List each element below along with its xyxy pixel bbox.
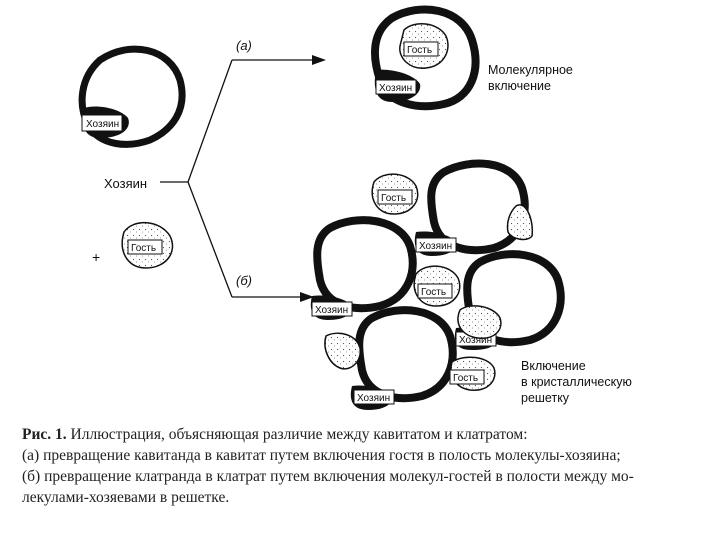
result-a-line1: Молекулярное — [488, 63, 573, 77]
host-tag-b3: Хозяин — [459, 335, 492, 346]
lattice-guest-center: Гость — [413, 265, 461, 307]
result-b-line3: решетку — [521, 391, 570, 405]
free-guest-molecule: Гость — [121, 222, 174, 269]
host-tag-b2: Хозяин — [315, 305, 348, 316]
arrow-head-a — [312, 55, 326, 65]
cavitate-clathrate-diagram: Хозяин Хозяин + Гость (а) (б) Гость Хозя… — [78, 5, 632, 410]
caption-line-c: лекулами-хозяевами в решетке. — [22, 489, 230, 506]
result-b-line2: в кристаллическую — [521, 375, 632, 389]
host-tag-b4: Хозяин — [357, 393, 390, 404]
caption-line-a: (а) превращение кавитанда в кавитат путе… — [22, 447, 621, 464]
lattice-host-right: Хозяин — [454, 250, 565, 350]
guest-tag-b1: Гость — [381, 193, 406, 204]
arrow-head-b — [300, 292, 314, 302]
result-a-line2: включение — [488, 79, 551, 93]
lattice-guest-bottom-right: Гость — [449, 356, 496, 391]
caption-title: Иллюстрация, объясняющая различие между … — [66, 426, 528, 443]
host-tag-b1: Хозяин — [419, 241, 452, 252]
guest-tag-free: Гость — [131, 243, 156, 254]
lattice-host-left: Хозяин — [310, 216, 417, 320]
result-b-line1: Включение — [521, 359, 586, 373]
lattice-guest-right — [457, 305, 502, 339]
guest-tag-b3: Гость — [453, 373, 478, 384]
lattice-guest-top-left: Гость — [371, 173, 419, 215]
free-host-molecule: Хозяин — [78, 45, 186, 148]
lattice-host-bottom: Хозяин — [350, 306, 457, 410]
lattice-guest-fragment-left — [324, 332, 361, 370]
caption-figure-label: Рис. 1. — [22, 426, 67, 443]
lattice-guest-fragment-right — [506, 204, 534, 241]
guest-tag-a: Гость — [407, 45, 432, 56]
figure-caption: Рис. 1. Иллюстрация, объясняющая различи… — [22, 424, 712, 508]
caption-line-b: (б) превращение клатранда в клатрат путе… — [22, 468, 634, 485]
host-tag-a: Хозяин — [379, 83, 412, 94]
caption-title-line: Рис. 1. Иллюстрация, объясняющая различи… — [22, 424, 712, 445]
guest-tag-b2: Гость — [421, 287, 446, 298]
path-b-label: (б) — [236, 273, 252, 288]
path-a-label: (а) — [236, 38, 252, 53]
host-tag-free: Хозяин — [86, 119, 119, 130]
plus-sign: + — [92, 249, 100, 265]
molecular-inclusion: Гость Хозяин — [371, 5, 480, 111]
lattice-host-top: Хозяин — [414, 159, 529, 256]
branch-arrows — [160, 59, 318, 298]
host-label: Хозяин — [104, 176, 147, 191]
